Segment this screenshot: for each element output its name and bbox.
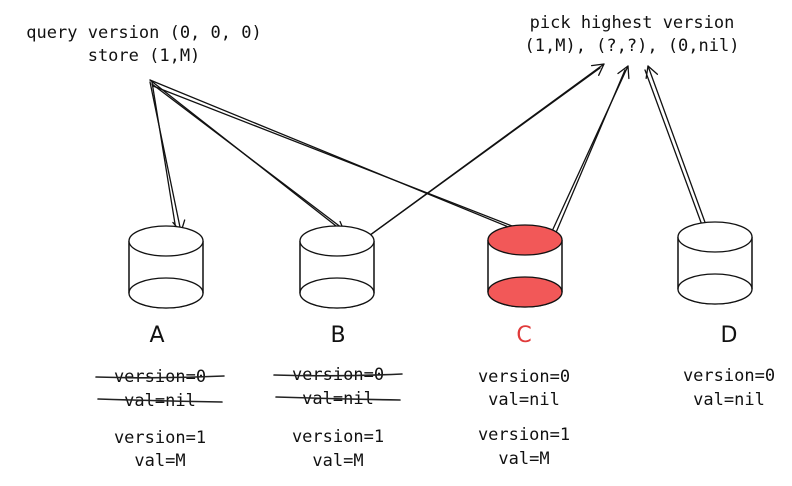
query-arrow-to-c-stroke2 xyxy=(152,85,531,234)
reply-arrow-from-b-stroke2 xyxy=(361,67,601,242)
node-label-c: C xyxy=(516,323,531,348)
strikethrough-line xyxy=(273,373,403,377)
new-value-text: val=M xyxy=(312,451,363,471)
node-label-b: B xyxy=(330,323,345,348)
database-top xyxy=(299,225,375,257)
reply-arrow-from-c-stroke2 xyxy=(551,69,626,243)
database-sides xyxy=(677,236,753,290)
strikethrough-line xyxy=(95,375,225,379)
query-arrow-to-a-stroke2 xyxy=(151,81,177,231)
database-top xyxy=(128,225,204,257)
old-version-text: version=0 xyxy=(478,367,570,387)
strikethrough-line xyxy=(97,398,223,403)
new-value-text: val=M xyxy=(134,451,185,471)
query-note-line1: query version (0, 0, 0) xyxy=(26,23,261,43)
old-value-text: val=nil xyxy=(488,390,560,410)
query-arrow-to-c xyxy=(149,79,534,240)
pick-note-line2: (1,M), (?,?), (0,nil) xyxy=(525,36,740,56)
database-sides xyxy=(299,240,375,294)
database-sides xyxy=(128,240,204,294)
new-version-text: version=1 xyxy=(114,428,206,448)
pick-note-line1: pick highest version xyxy=(530,13,735,33)
reply-arrow-from-d xyxy=(645,65,711,237)
database-top xyxy=(677,221,753,253)
database-bottom xyxy=(299,277,375,309)
database-top xyxy=(487,224,563,256)
query-arrow-to-b-stroke2 xyxy=(151,83,343,229)
database-bottom xyxy=(487,276,563,308)
reply-arrow-from-d-stroke2 xyxy=(644,69,707,237)
old-value-text: val=nil xyxy=(693,390,765,410)
new-value-text: val=M xyxy=(498,449,549,469)
query-arrow-to-a xyxy=(149,81,186,233)
strikethrough-line xyxy=(275,396,401,401)
database-bottom xyxy=(677,273,753,305)
database-bottom xyxy=(128,277,204,309)
new-version-text: version=1 xyxy=(478,425,570,445)
database-sides xyxy=(487,239,563,293)
node-label-a: A xyxy=(149,323,164,348)
query-note-line2: store (1,M) xyxy=(88,46,201,66)
old-version-text: version=0 xyxy=(683,366,775,386)
node-label-d: D xyxy=(721,323,738,348)
new-version-text: version=1 xyxy=(292,427,384,447)
